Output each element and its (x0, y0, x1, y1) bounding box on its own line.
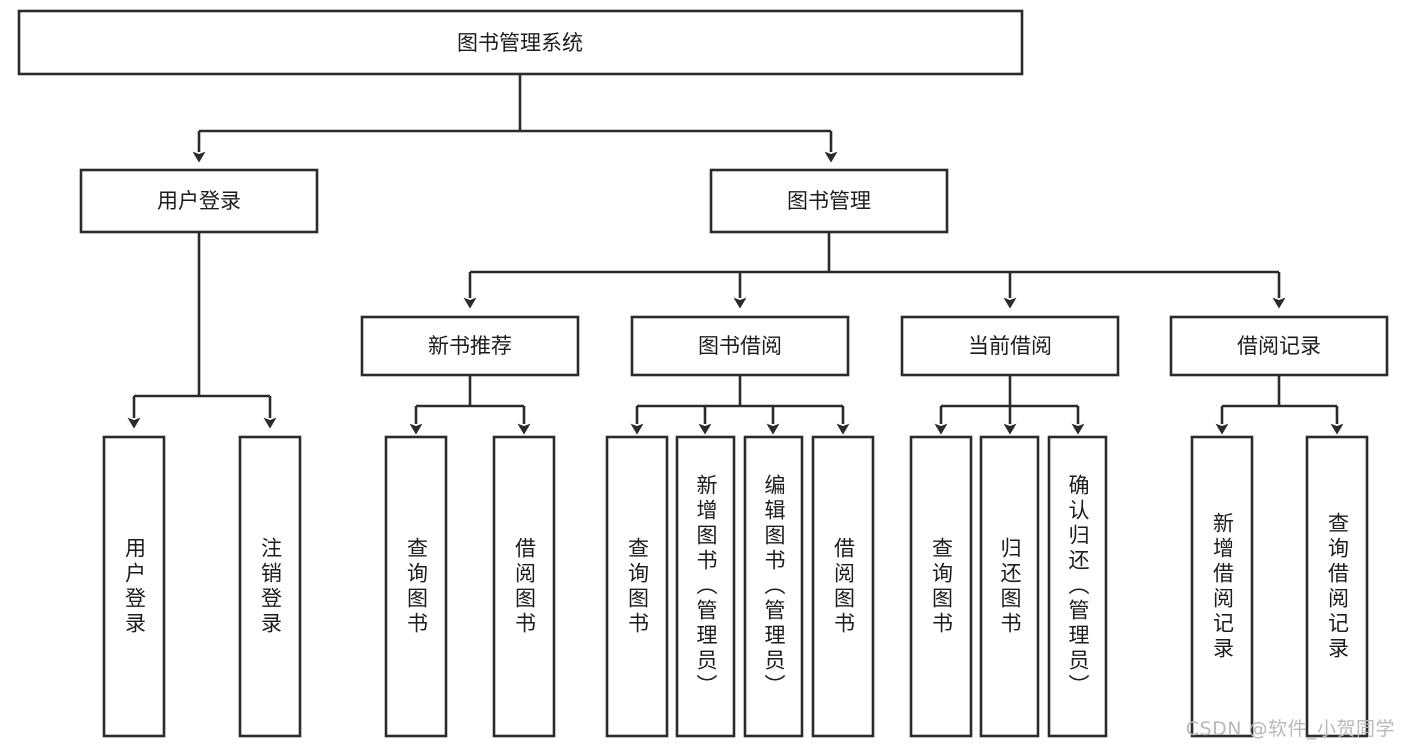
edge-layer (127, 74, 1344, 435)
node-leaf-edit-book-box[interactable] (743, 435, 804, 738)
node-leaf-borrow-book-1-box[interactable] (492, 435, 556, 738)
node-leaf-user-login-box[interactable] (102, 435, 166, 738)
node-leaf-edit-book[interactable] (743, 435, 804, 738)
node-new-book-rec-box[interactable] (360, 315, 580, 377)
node-leaf-query-record[interactable] (1305, 435, 1369, 738)
node-leaf-query-book-2-box[interactable] (605, 435, 669, 738)
node-leaf-user-login[interactable] (102, 435, 166, 738)
node-borrow-record[interactable]: 借阅记录 (1169, 315, 1389, 377)
node-leaf-return-book[interactable] (979, 435, 1040, 738)
node-leaf-query-book-1-box[interactable] (384, 435, 448, 738)
node-book-manage-label: 图书管理 (787, 189, 871, 213)
node-leaf-logout-login-box[interactable] (238, 435, 302, 738)
node-leaf-confirm-return-box[interactable] (1047, 435, 1108, 738)
node-leaf-query-record-box[interactable] (1305, 435, 1369, 738)
node-leaf-query-book-3[interactable] (909, 435, 973, 738)
node-current-borrow[interactable]: 当前借阅 (900, 315, 1120, 377)
node-current-borrow-label: 当前借阅 (968, 334, 1052, 358)
node-leaf-query-book-3-box[interactable] (909, 435, 973, 738)
node-leaf-add-book[interactable] (675, 435, 736, 738)
node-leaf-confirm-return[interactable] (1047, 435, 1108, 738)
node-leaf-query-book-1[interactable] (384, 435, 448, 738)
node-leaf-borrow-book-1[interactable] (492, 435, 556, 738)
node-borrow-record-label: 借阅记录 (1237, 334, 1321, 358)
node-root-box[interactable] (17, 9, 1024, 76)
node-current-borrow-box[interactable] (900, 315, 1120, 377)
node-leaf-add-book-box[interactable] (675, 435, 736, 738)
node-leaf-logout-login[interactable] (238, 435, 302, 738)
node-new-book-rec-label: 新书推荐 (428, 334, 512, 358)
node-root[interactable]: 图书管理系统 (17, 9, 1024, 76)
node-borrow-record-box[interactable] (1169, 315, 1389, 377)
node-leaf-add-record-box[interactable] (1190, 435, 1254, 738)
node-leaf-add-record[interactable] (1190, 435, 1254, 738)
node-leaf-borrow-book-2-box[interactable] (811, 435, 875, 738)
node-root-label: 图书管理系统 (457, 31, 583, 55)
node-leaf-return-book-box[interactable] (979, 435, 1040, 738)
node-book-manage[interactable]: 图书管理 (709, 168, 949, 234)
node-user-login-label: 用户登录 (157, 189, 241, 213)
node-book-borrow-label: 图书借阅 (698, 334, 782, 358)
node-leaf-query-book-2[interactable] (605, 435, 669, 738)
node-book-manage-box[interactable] (709, 168, 949, 234)
node-book-borrow-box[interactable] (630, 315, 850, 377)
node-new-book-rec[interactable]: 新书推荐 (360, 315, 580, 377)
node-user-login[interactable]: 用户登录 (79, 168, 319, 234)
node-leaf-borrow-book-2[interactable] (811, 435, 875, 738)
node-book-borrow[interactable]: 图书借阅 (630, 315, 850, 377)
node-user-login-box[interactable] (79, 168, 319, 234)
